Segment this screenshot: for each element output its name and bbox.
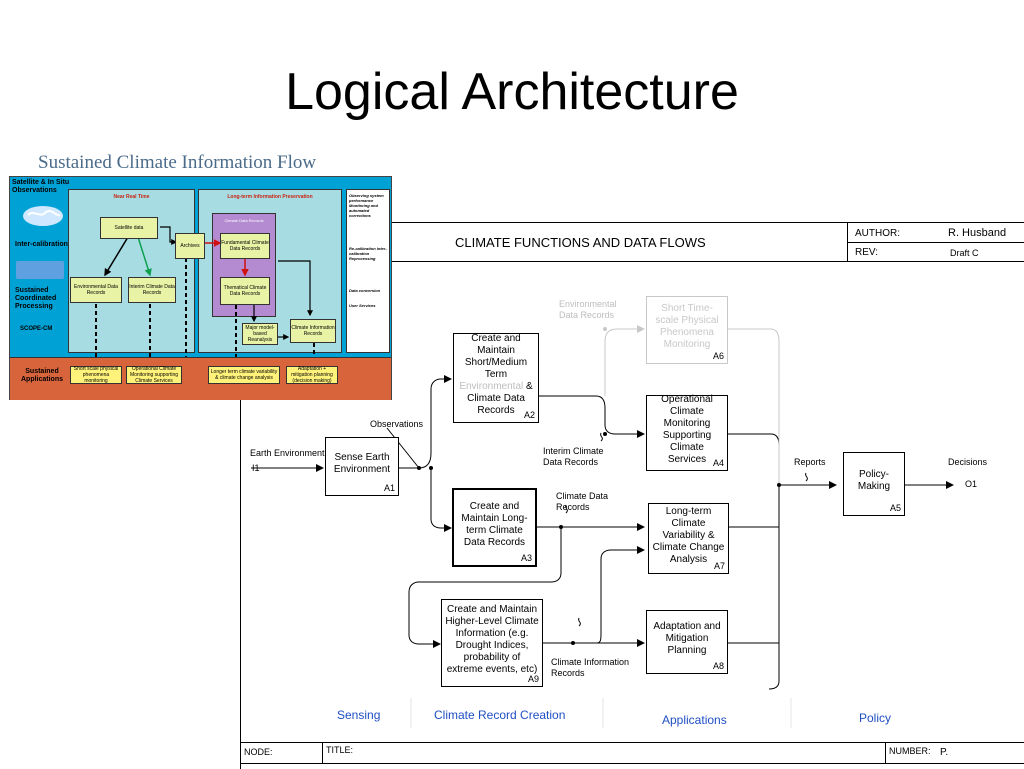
label-climate-data-records: Climate Data Records: [556, 491, 609, 512]
box-a7-long-term-variability: Long-term Climate Variability & Climate …: [648, 503, 729, 574]
overlay-label-applications: Sustained Applications: [20, 368, 63, 383]
author-value: R. Husband: [948, 227, 1007, 239]
overlay-box-tcdr: Thematical Climate Data Records: [220, 277, 270, 305]
band-sensing: Sensing: [337, 708, 381, 722]
overlay-flow-figure: Satellite & In Situ Observations Inter-c…: [9, 176, 392, 400]
label-decisions: Decisions: [948, 457, 988, 467]
overlay-app-operational: Operational Climate Monitoring supportin…: [126, 366, 182, 384]
overlay-arrows: [95, 223, 386, 363]
overlay-title: Sustained Climate Information Flow: [38, 152, 317, 173]
rev-value: Draft C: [950, 248, 979, 258]
gsics-logo-icon: [16, 261, 64, 279]
overlay-box-cir: Climate Information Records: [290, 319, 336, 343]
band-policy: Policy: [859, 711, 892, 725]
overlay-label-intercalibration: Inter-calibration: [15, 241, 68, 248]
author-label: AUTHOR:: [855, 228, 900, 239]
overlay-box-interim: Interim Climate Data Records: [128, 277, 176, 303]
box-a5-policy-making: Policy-Making A5: [843, 452, 905, 516]
box-a2-short-medium: Create and Maintain Short/Medium Term En…: [453, 333, 539, 423]
box-a3-long-term: Create and Maintain Long-term Climate Da…: [452, 488, 537, 567]
panel-near-real-time: Near Real Time: [68, 189, 195, 353]
overlay-legend: Observing system performance Monitoring …: [346, 189, 390, 353]
overlay-app-adaptation: Adaptation + mitigation planning (decisi…: [286, 366, 338, 384]
box-a1-id: A1: [383, 483, 395, 493]
overlay-app-long-term: Longer term climate variability & climat…: [208, 366, 280, 384]
label-environmental-data-records: Environmental Data Records: [559, 299, 617, 320]
overlay-box-edr: Environmental Data Records: [70, 277, 122, 303]
box-a8-adaptation: Adaptation and Mitigation Planning A8: [646, 610, 728, 674]
label-i1: I1: [252, 463, 260, 473]
rev-label: REV:: [855, 247, 878, 258]
rev-cell: REV: Draft C: [847, 242, 1024, 262]
footer-node-cell: NODE:: [240, 742, 323, 764]
label-climate-information-records: Climate Information Records: [551, 657, 630, 678]
overlay-box-archives: Archives: [175, 233, 205, 259]
footer-title-cell: TITLE:: [322, 742, 886, 764]
slide-title: Logical Architecture: [285, 63, 739, 121]
overlay-label-sustained-processing: Sustained Coordinated Processing: [15, 287, 57, 310]
box-a9-higher-level: Create and Maintain Higher-Level Climate…: [441, 599, 543, 687]
label-reports: Reports: [794, 457, 826, 467]
overlay-label-scope-cm: SCOPE-CM: [20, 326, 53, 332]
header-title: CLIMATE FUNCTIONS AND DATA FLOWS: [455, 235, 706, 250]
overlay-box-satellite-data: Satellite data: [100, 217, 158, 239]
box-a4-operational: Operational Climate Monitoring Supportin…: [646, 394, 728, 471]
globe-icon: [23, 206, 63, 226]
overlay-box-reanalysis: Major model-based Reanalysis: [242, 323, 278, 345]
overlay-applications-strip: Sustained Applications Short scale physi…: [10, 357, 391, 400]
label-interim-climate-data-records: Interim Climate Data Records: [543, 446, 604, 467]
idef0-sheet: CLIMATE FUNCTIONS AND DATA FLOWS AUTHOR:…: [240, 222, 1024, 769]
band-climate-record-creation: Climate Record Creation: [434, 708, 566, 722]
box-a1-sense-earth: Sense Earth Environment A1: [325, 437, 399, 496]
band-applications: Applications: [662, 713, 727, 727]
overlay-app-short-scale: Short scale physical phenomena monitorin…: [70, 366, 122, 384]
header-title-cell: CLIMATE FUNCTIONS AND DATA FLOWS: [240, 222, 848, 262]
overlay-box-fcdr: Fundamental Climate Data Records: [220, 233, 270, 259]
label-observations: Observations: [370, 419, 424, 429]
overlay-label-observations: Satellite & In Situ Observations: [12, 179, 70, 194]
box-a6-short-timescale: Short Time-scale Physical Phenomena Moni…: [646, 296, 728, 364]
flow-lines: [251, 325, 954, 728]
footer-number-cell: NUMBER: P.: [885, 742, 1024, 764]
label-o1: O1: [965, 479, 978, 489]
label-earth-environment: Earth Environment: [250, 448, 325, 458]
